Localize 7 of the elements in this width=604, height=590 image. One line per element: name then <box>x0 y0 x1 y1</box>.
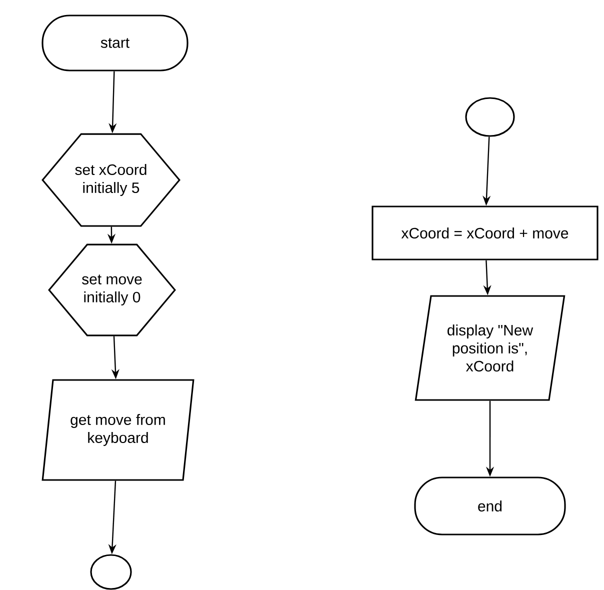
preparation-hexagon: set xCoord initially 5 <box>42 133 180 227</box>
preparation-hexagon: set move initially 0 <box>48 244 176 336</box>
input-output-parallelogram: display "New position is", xCoord <box>414 295 566 401</box>
connector-circle <box>90 554 132 590</box>
process-box: xCoord = xCoord + move <box>372 206 598 260</box>
connector-circle <box>465 97 515 137</box>
input-output-parallelogram: get move from keyboard <box>42 379 194 481</box>
